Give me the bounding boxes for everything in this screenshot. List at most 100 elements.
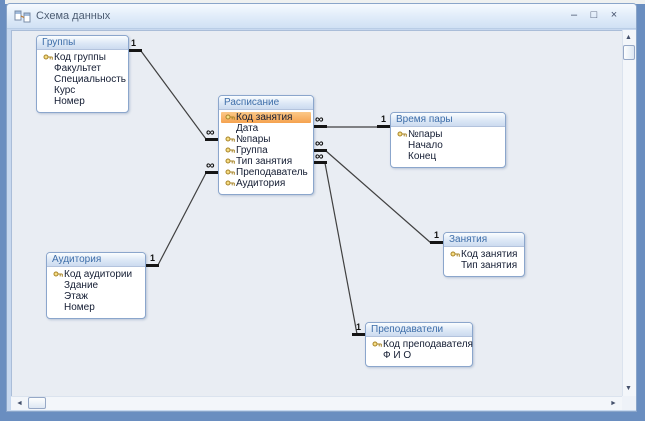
scroll-right-icon[interactable]: ► <box>610 400 617 407</box>
field-row[interactable]: Начало <box>393 140 503 151</box>
field-row-selected[interactable]: Код занятия <box>221 112 311 123</box>
maximize-icon[interactable]: □ <box>590 9 598 21</box>
cardinality-one: 1 <box>150 253 156 263</box>
field-row[interactable]: Номер <box>39 96 126 107</box>
minimize-icon[interactable]: – <box>570 9 578 21</box>
key-icon <box>223 157 236 166</box>
key-icon <box>223 135 236 144</box>
scrollbar-corner <box>622 396 636 410</box>
field-row[interactable]: Аудитория <box>221 178 311 189</box>
field-label: №пары <box>408 129 443 140</box>
key-icon <box>370 340 383 349</box>
key-icon <box>223 168 236 177</box>
cardinality-one: 1 <box>131 38 137 48</box>
field-label: Код группы <box>54 52 106 63</box>
table-title[interactable]: Аудитория <box>47 253 145 267</box>
field-row[interactable]: Тип занятия <box>221 156 311 167</box>
relationship-endpoint-bar[interactable] <box>352 333 365 336</box>
cardinality-many: ∞ <box>315 112 324 126</box>
field-label: Конец <box>408 151 437 162</box>
relationship-endpoint-bar[interactable] <box>314 149 327 152</box>
field-label: Здание <box>64 280 99 291</box>
window-title: Схема данных <box>36 10 111 22</box>
relationship-endpoint-bar[interactable] <box>129 49 142 52</box>
key-icon <box>223 146 236 155</box>
relationship-endpoint-bar[interactable] <box>430 241 443 244</box>
field-label: Аудитория <box>236 178 286 189</box>
table-title[interactable]: Преподаватели <box>366 323 472 337</box>
field-row[interactable]: Этаж <box>49 291 143 302</box>
table-auditorium[interactable]: Аудитория Код аудитории Здание Этаж Номе… <box>46 252 146 319</box>
table-schedule[interactable]: Расписание Код занятия Дата №пары Группа… <box>218 95 314 195</box>
field-row[interactable]: Конец <box>393 151 503 162</box>
field-label: Начало <box>408 140 443 151</box>
field-label: Факультет <box>54 63 101 74</box>
field-label: Преподаватель <box>236 167 308 178</box>
field-row[interactable]: №пары <box>393 129 503 140</box>
window-frame-highlight <box>5 0 645 4</box>
scroll-left-icon[interactable]: ◄ <box>16 400 23 407</box>
table-title[interactable]: Время пары <box>391 113 505 127</box>
key-icon <box>395 130 408 139</box>
key-icon <box>41 53 54 62</box>
field-row[interactable]: Факультет <box>39 63 126 74</box>
cardinality-many: ∞ <box>315 136 324 150</box>
horizontal-scrollbar[interactable] <box>11 396 622 410</box>
field-row[interactable]: №пары <box>221 134 311 145</box>
field-row[interactable]: Дата <box>221 123 311 134</box>
table-teachers[interactable]: Преподаватели Код преподавателя Ф И О <box>365 322 473 367</box>
field-row[interactable]: Код занятия <box>446 249 522 260</box>
scroll-down-icon[interactable]: ▼ <box>625 385 632 392</box>
key-icon <box>51 270 64 279</box>
table-title[interactable]: Занятия <box>444 233 524 247</box>
cardinality-one: 1 <box>356 322 362 332</box>
field-label: Группа <box>236 145 268 156</box>
cardinality-many: ∞ <box>206 158 215 172</box>
cardinality-many: ∞ <box>206 125 215 139</box>
field-label: №пары <box>236 134 271 145</box>
table-timeslot[interactable]: Время пары №пары Начало Конец <box>390 112 506 168</box>
scroll-up-icon[interactable]: ▲ <box>625 34 632 41</box>
field-row[interactable]: Код преподавателя <box>368 339 473 350</box>
field-row[interactable]: Код группы <box>39 52 126 63</box>
vertical-scroll-thumb[interactable] <box>623 45 635 60</box>
key-icon <box>223 113 236 122</box>
field-label: Ф И О <box>383 350 412 361</box>
field-label: Этаж <box>64 291 88 302</box>
vertical-scrollbar[interactable] <box>622 30 636 396</box>
field-row[interactable]: Тип занятия <box>446 260 522 271</box>
relationship-endpoint-bar[interactable] <box>205 171 218 174</box>
field-label: Код аудитории <box>64 269 133 280</box>
table-fields: №пары Начало Конец <box>391 127 505 167</box>
table-lessons[interactable]: Занятия Код занятия Тип занятия <box>443 232 525 277</box>
field-row[interactable]: Здание <box>49 280 143 291</box>
relationship-endpoint-bar[interactable] <box>205 138 218 141</box>
key-icon <box>223 179 236 188</box>
table-fields: Код преподавателя Ф И О <box>366 337 473 366</box>
cardinality-one: 1 <box>381 114 387 124</box>
horizontal-scroll-thumb[interactable] <box>28 397 46 409</box>
cardinality-one: 1 <box>434 230 440 240</box>
field-label: Дата <box>236 123 259 134</box>
field-row[interactable]: Специальность <box>39 74 126 85</box>
field-row[interactable]: Номер <box>49 302 143 313</box>
table-title[interactable]: Группы <box>37 36 128 50</box>
table-title[interactable]: Расписание <box>219 96 313 110</box>
relationship-endpoint-bar[interactable] <box>377 125 390 128</box>
relationship-endpoint-bar[interactable] <box>314 125 327 128</box>
field-row[interactable]: Ф И О <box>368 350 470 361</box>
close-icon[interactable]: × <box>610 9 618 21</box>
field-label: Код занятия <box>236 112 293 123</box>
field-row[interactable]: Группа <box>221 145 311 156</box>
relationship-endpoint-bar[interactable] <box>146 264 159 267</box>
table-groups[interactable]: Группы Код группы Факультет Специальност… <box>36 35 129 113</box>
table-fields: Код занятия Дата №пары Группа Тип заняти… <box>219 110 313 194</box>
field-row[interactable]: Курс <box>39 85 126 96</box>
relationship-endpoint-bar[interactable] <box>314 161 327 164</box>
field-row[interactable]: Преподаватель <box>221 167 311 178</box>
diagram-canvas[interactable] <box>11 30 622 396</box>
table-fields: Код занятия Тип занятия <box>444 247 524 276</box>
window-titlebar[interactable]: Схема данных <box>7 4 636 29</box>
field-row[interactable]: Код аудитории <box>49 269 143 280</box>
